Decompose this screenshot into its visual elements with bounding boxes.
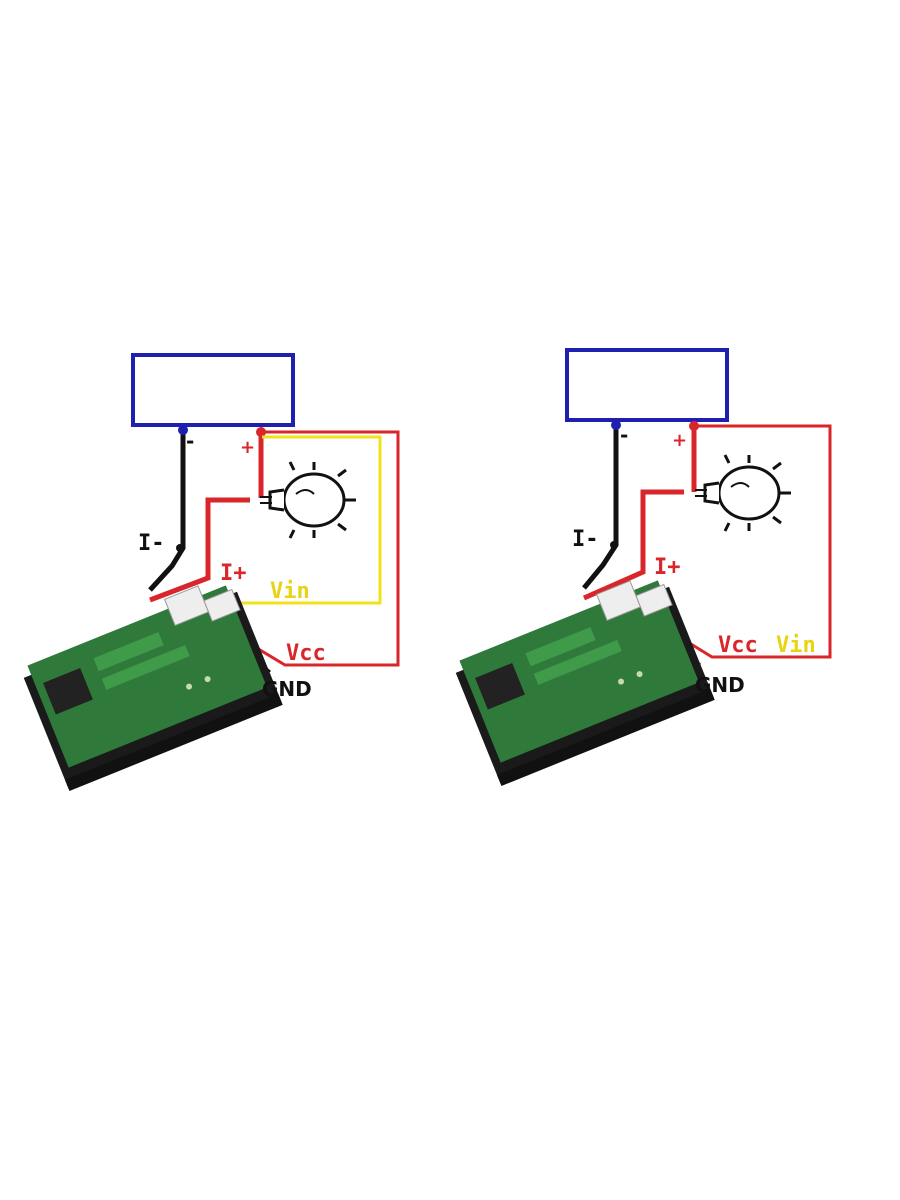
wire-i-plus-left <box>149 497 250 603</box>
node-negative-left <box>178 425 188 435</box>
light-bulb-icon <box>695 454 791 532</box>
node-i-minus-left <box>176 544 184 552</box>
label-negative: - <box>620 423 628 447</box>
node-negative-right <box>611 420 621 430</box>
label-i-plus: I+ <box>654 555 681 580</box>
wire-negative-right <box>582 423 619 590</box>
voltmeter-ammeter-module <box>23 585 283 791</box>
voltmeter-ammeter-module <box>455 580 715 786</box>
label-gnd: GND <box>262 677 312 701</box>
wire-vcc-left <box>239 430 400 667</box>
label-i-minus: I- <box>572 527 599 552</box>
label-vin: Vin <box>270 579 310 604</box>
light-bulb-icon <box>260 461 356 539</box>
node-positive-left <box>256 427 266 437</box>
label-positive: + <box>240 437 255 458</box>
label-vcc: Vcc <box>286 641 326 666</box>
label-positive: + <box>672 430 687 451</box>
diagram-right: - + I- I+ Vcc Vin GND <box>455 348 832 786</box>
label-gnd: GND <box>695 673 745 697</box>
label-i-minus: I- <box>138 531 165 556</box>
power-supply-box <box>131 353 295 427</box>
wire-i-plus-right <box>582 489 684 601</box>
power-supply-box <box>565 348 729 422</box>
wire-vcc-vin-right <box>659 424 832 659</box>
diagram-left: - + I- I+ Vin Vcc GND <box>23 353 400 791</box>
label-vcc: Vcc <box>718 633 758 658</box>
label-vin: Vin <box>776 633 816 658</box>
node-i-minus-right <box>610 541 618 549</box>
wire-negative-left <box>148 428 186 592</box>
node-positive-right <box>689 421 699 431</box>
label-i-plus: I+ <box>220 561 247 586</box>
label-negative: - <box>186 429 194 453</box>
